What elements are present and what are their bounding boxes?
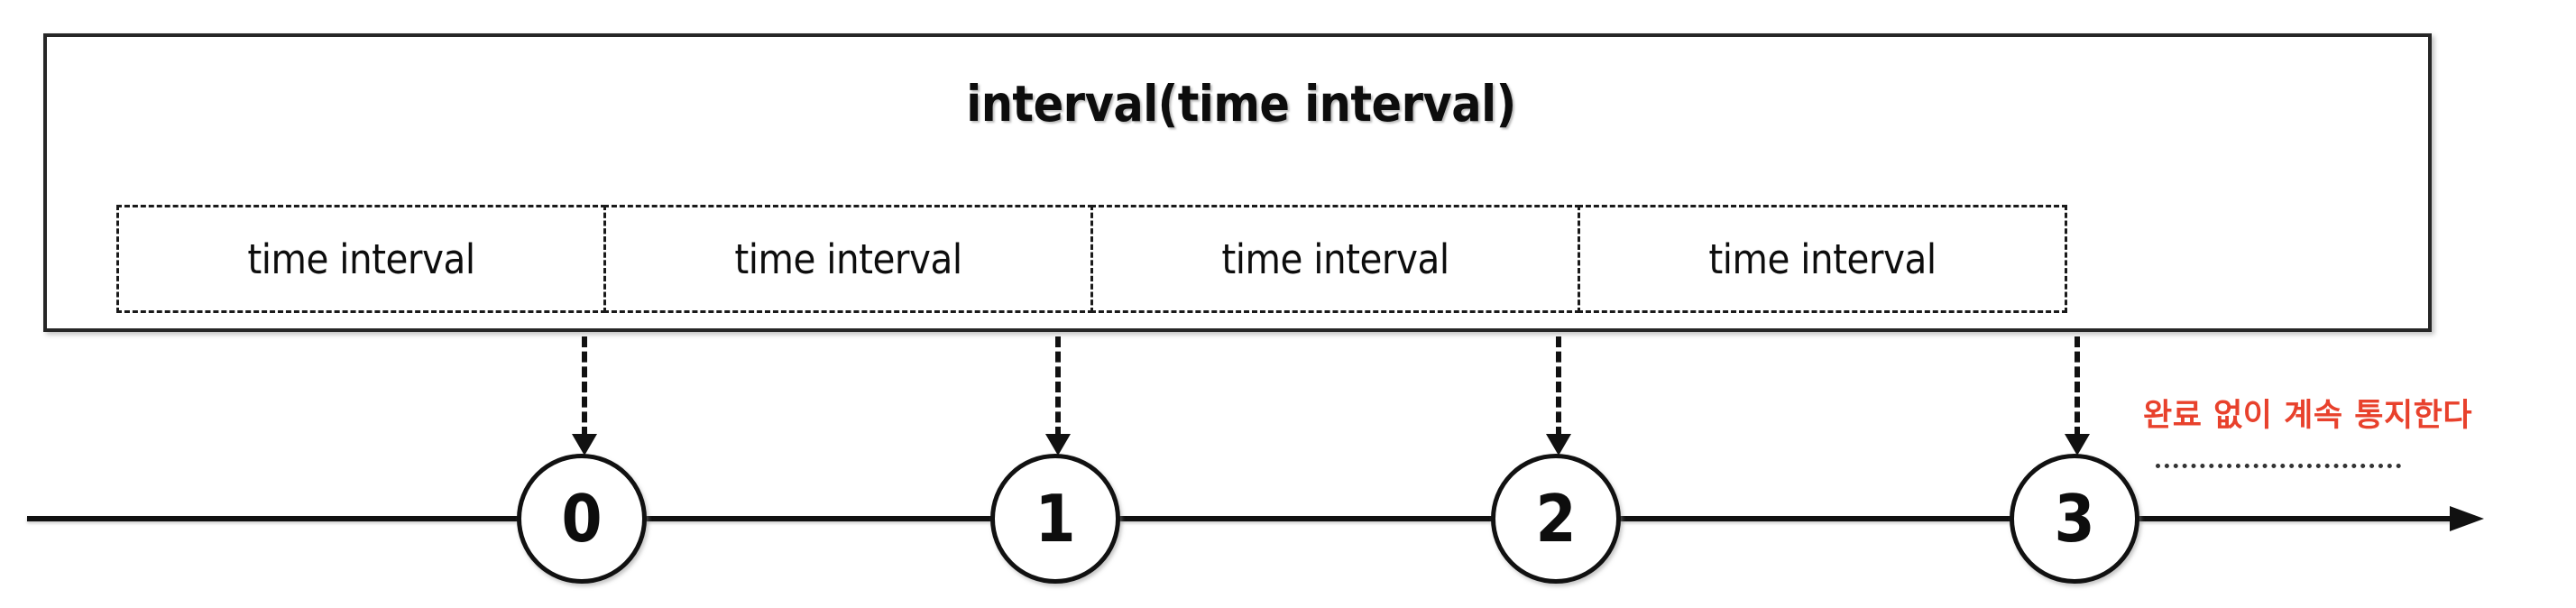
annotation-text: 완료 없이 계속 통지한다: [2143, 398, 2473, 434]
time-interval-label: time interval: [1708, 235, 1937, 283]
timeline-axis: [27, 516, 2453, 521]
time-interval-label: time interval: [734, 235, 962, 283]
interval-container-box: interval(time interval) time interval ti…: [43, 33, 2432, 332]
connector-arrowhead-icon-0: [572, 434, 597, 456]
time-interval-cell-4: time interval: [1578, 205, 2067, 313]
time-interval-label: time interval: [1221, 235, 1449, 283]
connector-dashed-line-3: [2075, 336, 2080, 438]
timeline-event-node-2[interactable]: 2: [1491, 454, 1621, 584]
connector-arrowhead-icon-1: [1045, 434, 1071, 456]
timeline-event-node-0[interactable]: 0: [517, 454, 647, 584]
connector-dashed-line-1: [1055, 336, 1061, 438]
annotation-underline: [2156, 464, 2401, 468]
time-interval-cell-3: time interval: [1090, 205, 1580, 313]
timeline-event-node-1[interactable]: 1: [990, 454, 1120, 584]
connector-dashed-line-0: [582, 336, 587, 438]
time-interval-cell-2: time interval: [603, 205, 1093, 313]
timeline-event-label: 2: [1535, 481, 1577, 557]
timeline-arrow-icon: [2450, 506, 2484, 531]
connector-arrowhead-icon-3: [2065, 434, 2090, 456]
time-interval-label: time interval: [247, 235, 475, 283]
annotation-group: 완료 없이 계속 통지한다: [2143, 390, 2576, 468]
diagram-title: interval(time interval): [966, 75, 1516, 133]
timeline-event-label: 3: [2054, 481, 2095, 557]
time-interval-cell-1: time interval: [116, 205, 606, 313]
timeline-event-node-3[interactable]: 3: [2010, 454, 2139, 584]
timeline-event-label: 1: [1035, 481, 1076, 557]
connector-dashed-line-2: [1556, 336, 1561, 438]
connector-arrowhead-icon-2: [1546, 434, 1571, 456]
time-interval-row: time interval time interval time interva…: [116, 205, 2067, 313]
timeline-event-label: 0: [561, 481, 603, 557]
